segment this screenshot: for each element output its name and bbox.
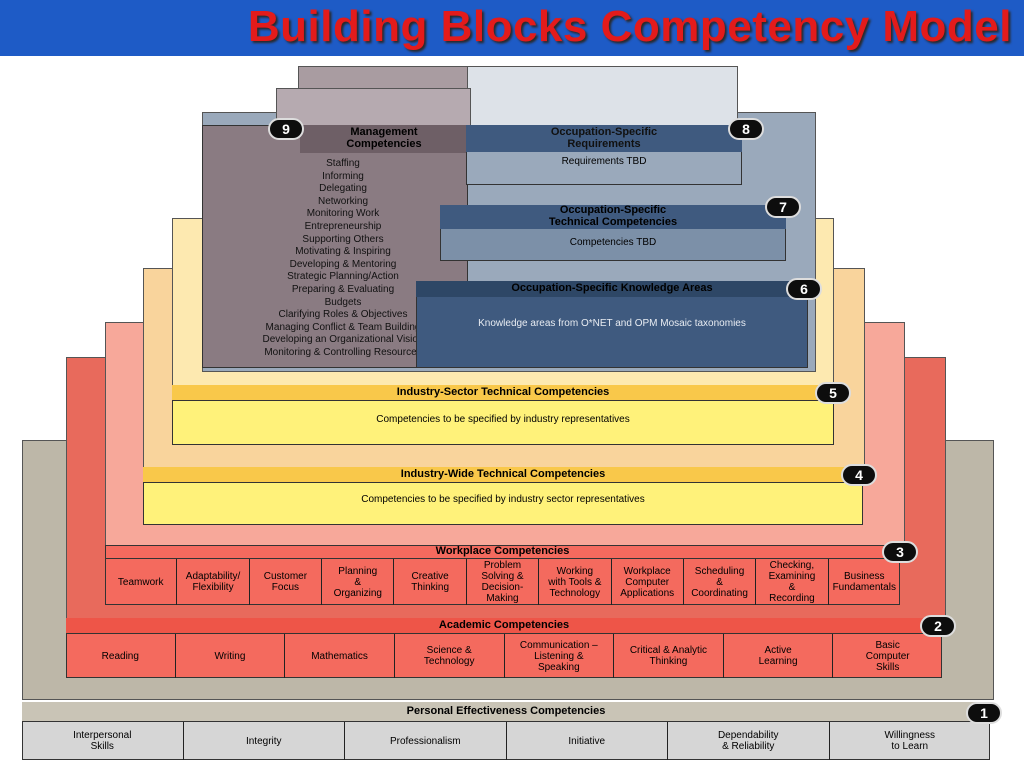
tier9-item: Clarifying Roles & Objectives — [278, 309, 408, 321]
tier2-item: Mathematics — [285, 634, 395, 678]
tier9-item: Motivating & Inspiring — [295, 246, 391, 258]
tier9-item: Monitoring Work — [306, 208, 380, 220]
tier3-item: Working with Tools & Technology — [539, 559, 612, 605]
tier3-item: Customer Focus — [250, 559, 323, 605]
tier3-item: Scheduling & Coordinating — [684, 559, 757, 605]
tier2-item: Reading — [66, 634, 176, 678]
tier9-step — [276, 88, 471, 128]
tier7-header: Occupation-Specific Technical Competenci… — [440, 205, 786, 229]
tier9-item: Monitoring & Controlling Resources — [264, 346, 422, 358]
tier6-header: Occupation-Specific Knowledge Areas — [416, 281, 808, 297]
tier9-item: Preparing & Evaluating Budgets — [291, 283, 395, 308]
tier1-item: Initiative — [507, 722, 668, 760]
tier5-number-badge: 5 — [815, 382, 851, 404]
tier3-block — [105, 545, 900, 605]
tier3-item: Planning & Organizing — [322, 559, 395, 605]
tier8-block-top — [466, 66, 738, 136]
tier9-item: Entrepreneurship — [304, 220, 382, 232]
tier3-item: Problem Solving & Decision- Making — [467, 559, 540, 605]
tier2-item: Communication – Listening & Speaking — [505, 634, 615, 678]
tier3-number-badge: 3 — [882, 541, 918, 563]
tier5-body: Competencies to be specified by industry… — [376, 414, 630, 425]
tier3-item: Creative Thinking — [394, 559, 467, 605]
tier3-item: Business Fundamentals — [832, 571, 896, 593]
tier1-item: Integrity — [184, 722, 345, 760]
tier3-item: Teamwork — [105, 559, 178, 605]
tier3-item: Workplace Computer Applications — [612, 559, 684, 605]
tier9-item: Developing & Mentoring — [289, 258, 397, 270]
tier9-item: Informing — [322, 170, 364, 182]
tier8-number-badge: 8 — [728, 118, 764, 140]
tier3-item: Checking, Examining & Recording — [756, 559, 829, 605]
tier1-item: Professionalism — [345, 722, 507, 760]
tier2-item: Science & Technology — [395, 634, 505, 678]
tier3-item: Adaptability/ Flexibility — [177, 559, 250, 605]
tier2-item: Basic Computer Skills — [865, 639, 910, 673]
tier3-header: Workplace Competencies — [105, 545, 900, 559]
tier5-header: Industry-Sector Technical Competencies — [172, 385, 834, 401]
tier6-body: Knowledge areas from O*NET and OPM Mosai… — [478, 318, 746, 329]
tier4-body: Competencies to be specified by industry… — [361, 494, 645, 505]
tier2-item: Critical & Analytic Thinking — [614, 634, 724, 678]
slide-title: Building Blocks Competency Model — [247, 2, 1012, 51]
tier6-number-badge: 6 — [786, 278, 822, 300]
tier4-number-badge: 4 — [841, 464, 877, 486]
tier9-header: Management Competencies — [300, 125, 468, 153]
tier4-header: Industry-Wide Technical Competencies — [143, 467, 863, 483]
tier2-number-badge: 2 — [920, 615, 956, 637]
tier7-number-badge: 7 — [765, 196, 801, 218]
tier9-number-badge: 9 — [268, 118, 304, 140]
tier2-item: Active Learning — [724, 634, 834, 678]
tier2-header: Academic Competencies — [66, 618, 942, 634]
tier1-item: Willingness to Learn — [884, 730, 936, 752]
tier2-item: Writing — [176, 634, 286, 678]
tier1-item: Dependability & Reliability — [668, 722, 830, 760]
title-bar — [0, 0, 1024, 56]
tier8-header: Occupation-Specific Requirements — [466, 125, 742, 152]
tier9-item: Developing an Organizational Vision — [262, 334, 424, 346]
tier9-item: Supporting Others — [302, 233, 384, 245]
tier9-item: Delegating — [319, 183, 367, 195]
tier8-body: Requirements TBD — [561, 156, 647, 167]
tier9-item: Networking — [317, 195, 369, 207]
tier9-item: Strategic Planning/Action — [287, 271, 399, 283]
tier9-item: Staffing — [326, 158, 360, 169]
tier1-header: Personal Effectiveness Competencies — [22, 702, 990, 722]
tier9-item: Managing Conflict & Team Building — [265, 321, 421, 333]
tier7-body: Competencies TBD — [569, 237, 657, 248]
tier1-item: Interpersonal Skills — [22, 722, 184, 760]
tier1-number-badge: 1 — [966, 702, 1002, 724]
